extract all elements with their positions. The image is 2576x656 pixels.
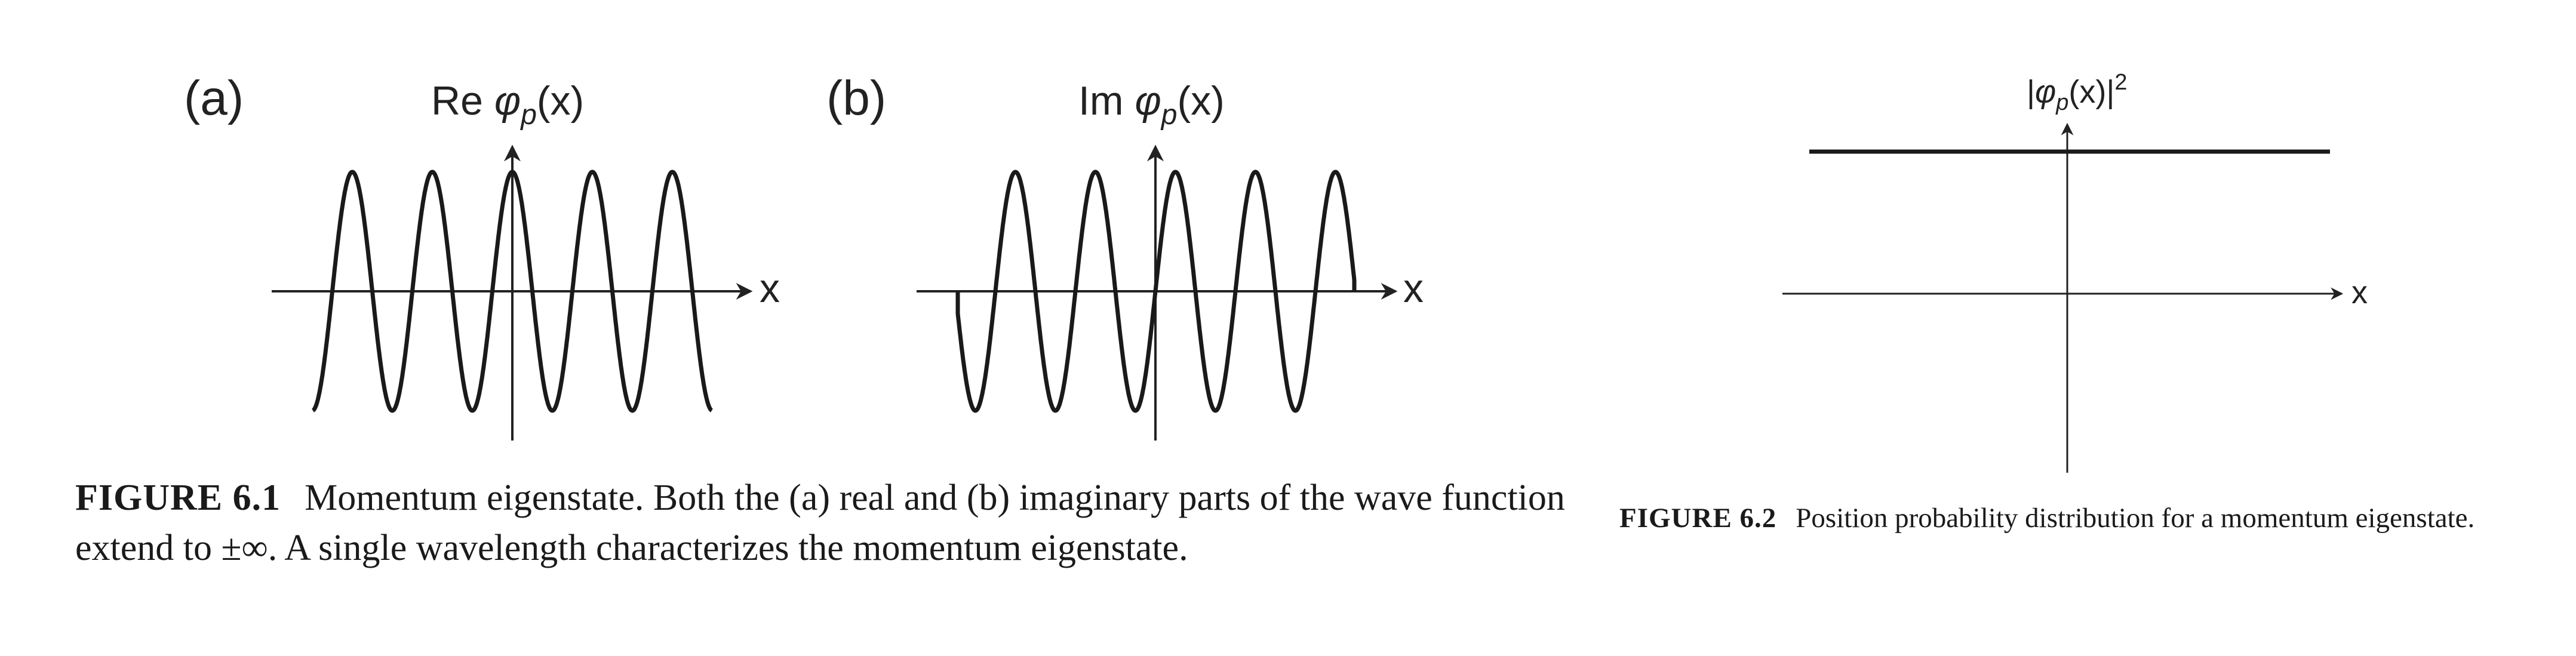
panel-b-ylabel-sub: p xyxy=(1160,99,1178,131)
panel-b-ylabel-phi: φ xyxy=(1135,78,1161,124)
figure-6-2-plot: |φp(x)|2 x xyxy=(1782,70,2368,473)
panel-a-ylabel-prefix: Re xyxy=(431,78,494,124)
figure-6-2-caption-text: Position probability distribution for a … xyxy=(1796,503,2475,534)
panel-a-ylabel: Re φp(x) xyxy=(431,78,584,131)
panel-a-wave-curve xyxy=(312,170,713,413)
panel-a: (a) Re φp(x) x xyxy=(184,71,780,441)
fig62-ylabel-phi: φ xyxy=(2035,74,2056,110)
fig62-ylabel-arg: (x)| xyxy=(2068,74,2114,110)
panel-b: (b) Im φp(x) x xyxy=(826,71,1424,441)
panel-b-ylabel-prefix: Im xyxy=(1078,78,1135,124)
panel-a-ylabel-arg: (x) xyxy=(537,78,584,124)
fig62-xlabel: x xyxy=(2351,275,2368,310)
panel-b-ylabel: Im φp(x) xyxy=(1078,78,1225,131)
fig62-ylabel-sub: p xyxy=(2055,90,2068,115)
figure-6-2-number: FIGURE 6.2 xyxy=(1619,503,1777,534)
panel-a-ylabel-phi: φ xyxy=(494,78,521,124)
panel-a-letter: (a) xyxy=(184,71,244,125)
panel-a-ylabel-sub: p xyxy=(519,99,537,131)
figure-6-2-caption: FIGURE 6.2 Position probability distribut… xyxy=(1619,500,2551,536)
panel-b-letter: (b) xyxy=(826,71,886,125)
fig62-ylabel: |φp(x)|2 xyxy=(2027,70,2128,115)
panel-a-xlabel: x xyxy=(760,266,780,311)
fig62-ylabel-open: | xyxy=(2027,74,2035,110)
panel-b-xlabel: x xyxy=(1403,266,1424,311)
figure-6-1-caption-text: Momentum eigenstate. Both the (a) real a… xyxy=(75,478,1565,568)
panel-b-ylabel-arg: (x) xyxy=(1178,78,1225,124)
fig62-ylabel-sup: 2 xyxy=(2114,70,2127,95)
panel-b-wave-curve xyxy=(955,170,1357,413)
figure-6-1-number: FIGURE 6.1 xyxy=(75,478,281,518)
